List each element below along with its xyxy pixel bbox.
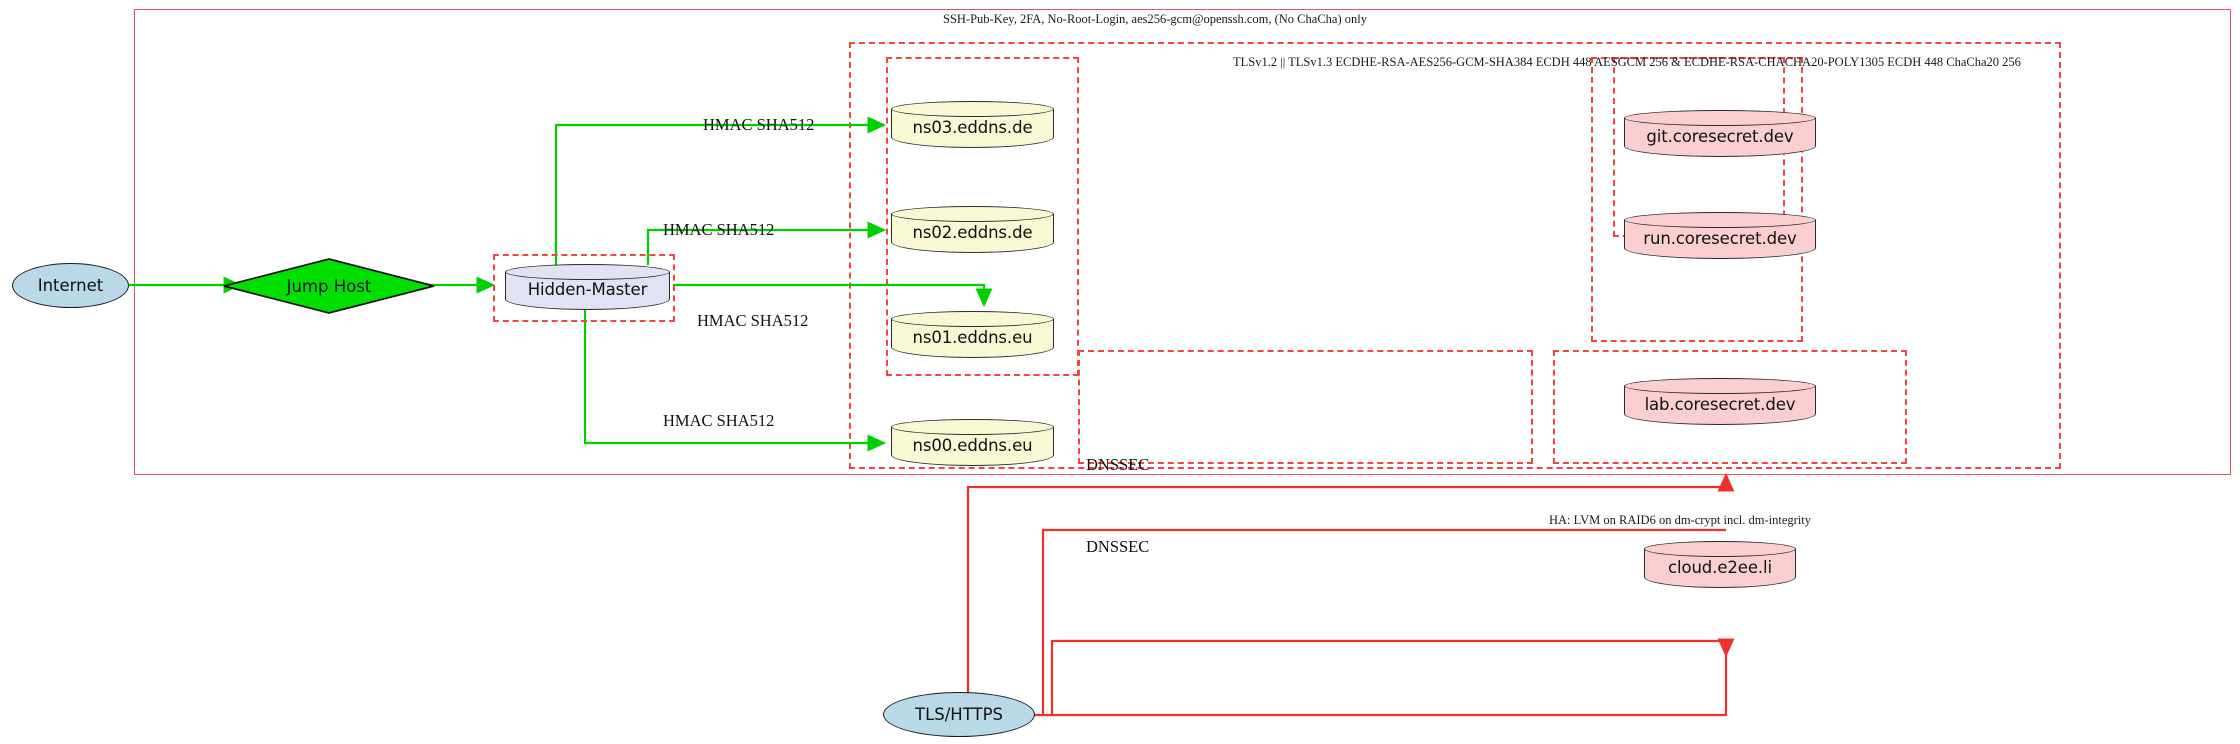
dns-zone-boundary	[886, 57, 1079, 376]
node-git-coresecret-label: git.coresecret.dev	[1646, 126, 1794, 146]
coresecret-boundary	[1591, 57, 1803, 342]
edge-label-dnssec-1: DNSSEC	[1086, 455, 1150, 474]
ha-boundary	[1078, 350, 1533, 464]
node-internet[interactable]: Internet	[12, 263, 129, 308]
diamond-icon	[223, 258, 435, 314]
cylinder-top	[891, 311, 1054, 327]
cylinder-top	[1624, 378, 1816, 394]
node-ns03-label: ns03.eddns.de	[912, 117, 1033, 137]
edge-label-dnssec-2: DNSSEC	[1086, 537, 1150, 556]
hidden-master-boundary	[493, 254, 675, 322]
cylinder-top	[1624, 212, 1816, 228]
edge-label-hmac-3: HMAC SHA512	[697, 311, 809, 330]
node-tls-https[interactable]: TLS/HTTPS	[883, 692, 1035, 737]
node-jump-host-label: Jump Host	[286, 276, 372, 296]
node-ns01-label: ns01.eddns.eu	[912, 327, 1033, 347]
node-ns00[interactable]: ns00.eddns.eu	[891, 419, 1054, 466]
ssh-policy-caption: SSH-Pub-Key, 2FA, No-Root-Login, aes256-…	[943, 12, 1367, 26]
cylinder-top	[1644, 541, 1796, 557]
node-hidden-master-label: Hidden-Master	[527, 280, 648, 299]
node-ns02[interactable]: ns02.eddns.de	[891, 206, 1054, 253]
node-run-coresecret-label: run.coresecret.dev	[1643, 228, 1797, 248]
node-lab-coresecret-label: lab.coresecret.dev	[1644, 394, 1796, 414]
node-hidden-master[interactable]: Hidden-Master	[505, 264, 670, 310]
edge-label-hmac-1: HMAC SHA512	[703, 115, 815, 134]
cylinder-top	[505, 264, 670, 280]
cylinder-top	[891, 101, 1054, 117]
node-ns00-label: ns00.eddns.eu	[912, 435, 1033, 455]
outer-ssh-boundary	[134, 9, 2231, 475]
node-git-coresecret[interactable]: git.coresecret.dev	[1624, 110, 1816, 157]
cylinder-top	[1624, 110, 1816, 126]
ha-policy-caption: HA: LVM on RAID6 on dm-crypt incl. dm-in…	[1549, 513, 1812, 527]
node-cloud-e2ee[interactable]: cloud.e2ee.li	[1644, 541, 1796, 588]
edge-label-hmac-2: HMAC SHA512	[663, 220, 775, 239]
cylinder-top	[891, 206, 1054, 222]
tls-policy-caption: TLSv1.2 || TLSv1.3 ECDHE-RSA-AES256-GCM-…	[1233, 55, 2021, 69]
node-cloud-e2ee-label: cloud.e2ee.li	[1668, 557, 1772, 577]
node-jump-host[interactable]: Jump Host	[223, 258, 435, 314]
node-ns03[interactable]: ns03.eddns.de	[891, 101, 1054, 148]
node-lab-coresecret[interactable]: lab.coresecret.dev	[1624, 378, 1816, 425]
node-ns02-label: ns02.eddns.de	[912, 222, 1033, 242]
node-tls-https-label: TLS/HTTPS	[914, 705, 1003, 724]
node-run-coresecret[interactable]: run.coresecret.dev	[1624, 212, 1816, 259]
cylinder-top	[891, 419, 1054, 435]
node-internet-label: Internet	[37, 276, 104, 295]
edge-label-hmac-4: HMAC SHA512	[663, 411, 775, 430]
node-ns01[interactable]: ns01.eddns.eu	[891, 311, 1054, 358]
cloud-boundary	[1553, 350, 1907, 464]
